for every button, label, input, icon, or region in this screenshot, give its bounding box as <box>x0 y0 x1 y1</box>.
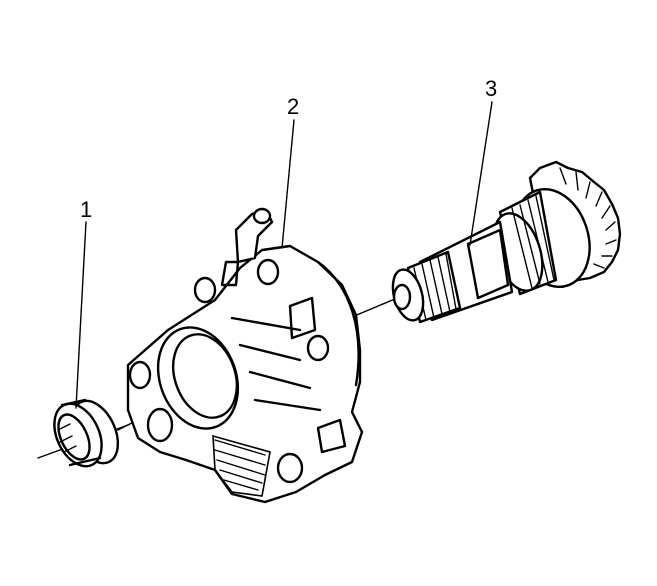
housing-fins <box>212 434 271 497</box>
callout-label-1: 1 <box>80 197 92 222</box>
seal-part <box>53 398 120 468</box>
leader-line-3 <box>469 101 493 246</box>
leader-line-2 <box>281 119 295 249</box>
leader-lines <box>75 101 493 409</box>
vent-fitting <box>220 207 274 287</box>
housing-part <box>126 207 364 504</box>
callout-label-2: 2 <box>287 94 299 119</box>
shaft-gear-part <box>391 160 622 324</box>
leader-line-1 <box>75 221 87 409</box>
callout-label-3: 3 <box>485 76 497 101</box>
